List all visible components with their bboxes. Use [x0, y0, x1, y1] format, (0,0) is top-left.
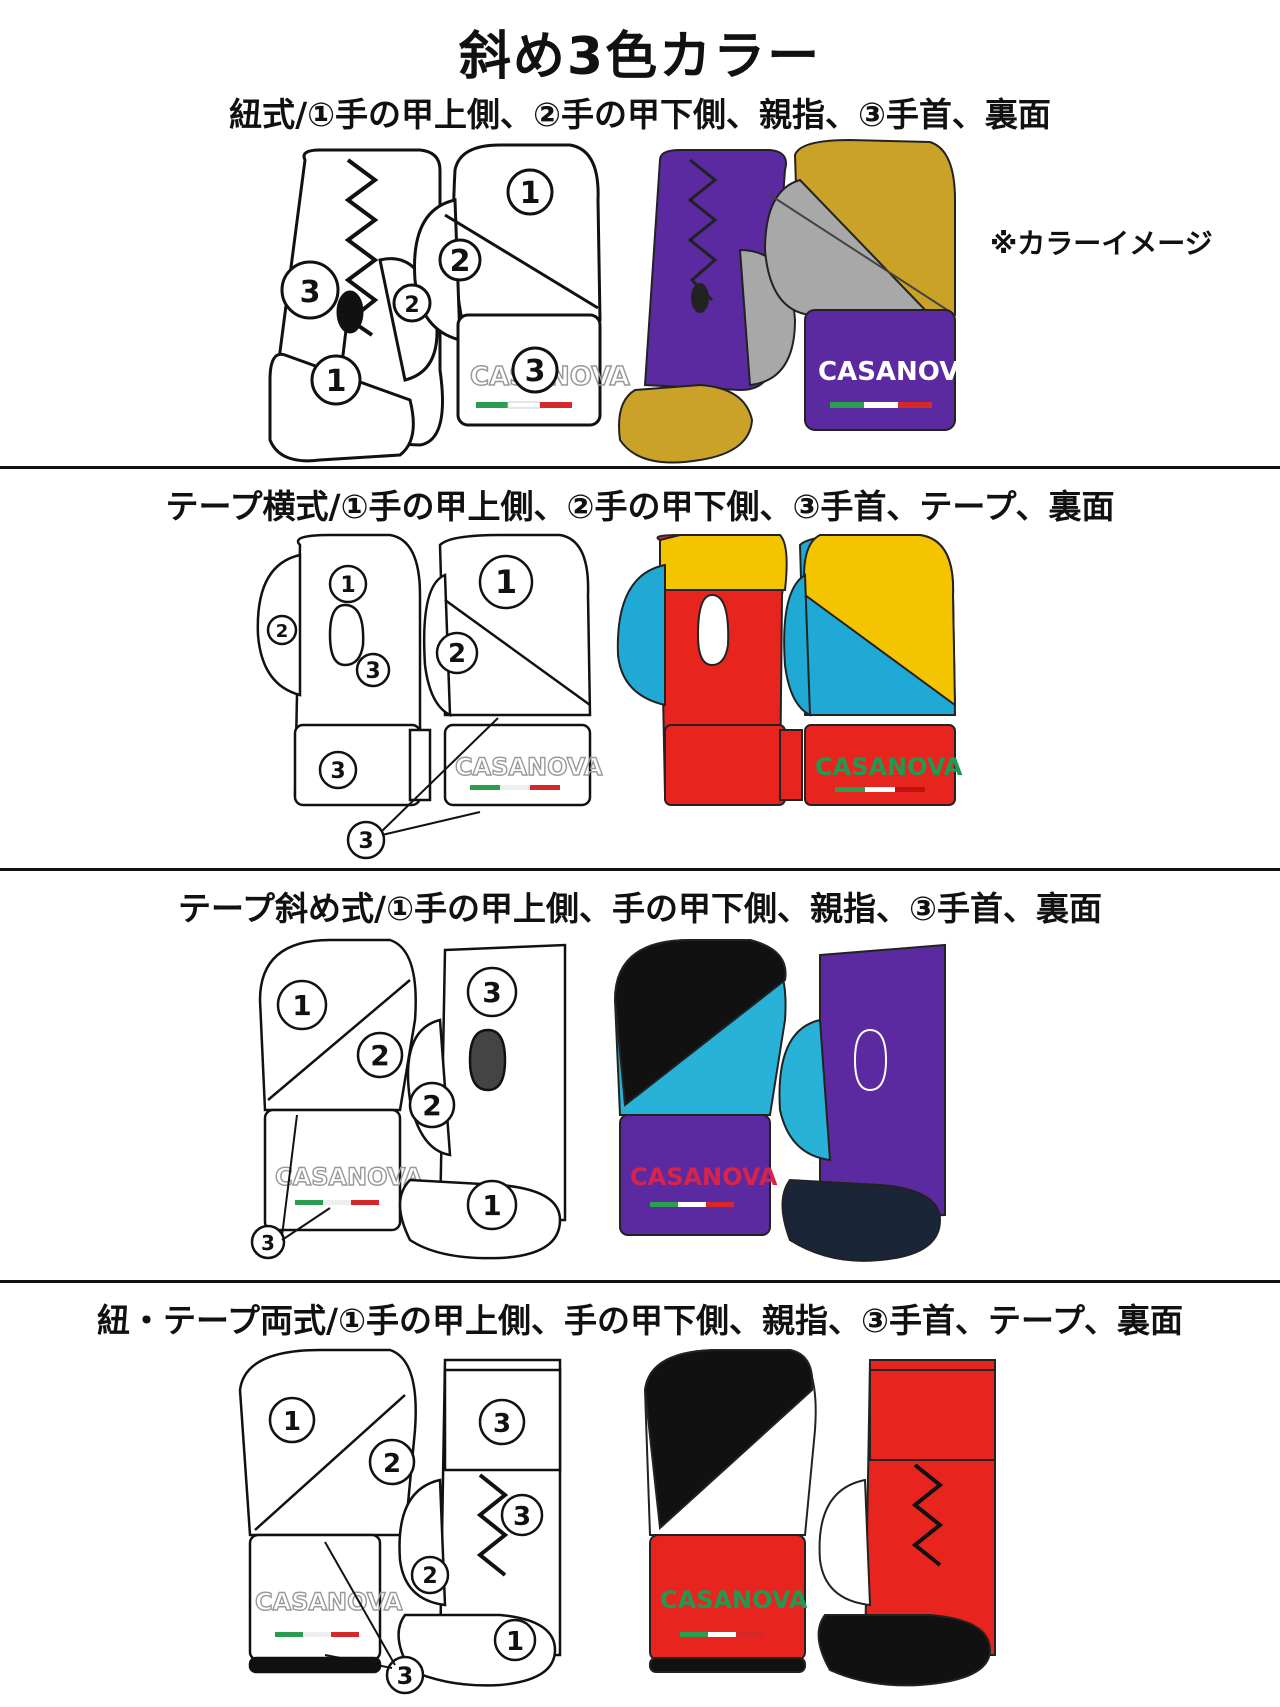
s2-n1-a: 1	[340, 573, 355, 598]
s2-color-logo: CASANOVA	[815, 753, 963, 781]
s4-number-markers	[268, 1396, 544, 1695]
s3-n1-b: 1	[482, 1189, 501, 1222]
s1-n1-b: 1	[520, 176, 541, 211]
s2-lineart-right-glove: CASANOVA	[422, 533, 604, 807]
s1-n1-a: 1	[326, 364, 347, 399]
s4-color-left-glove: CASANOVA	[643, 1349, 817, 1673]
s3-lineart-logo: CASANOVA	[275, 1163, 423, 1191]
s4-lineart-left-glove: CASANOVA	[238, 1348, 417, 1674]
s2-n3-b: 3	[330, 759, 345, 784]
s2-color-right-glove: CASANOVA	[783, 534, 963, 806]
s1-n2-a: 2	[404, 293, 419, 318]
s2-n3-c: 3	[358, 829, 373, 854]
s3-number-markers	[250, 966, 518, 1260]
section-4-title: 紐・テープ両式/①手の甲上側、手の甲下側、親指、③手首、テープ、裏面	[97, 1301, 1183, 1340]
section-1-title: 紐式/①手の甲上側、②手の甲下側、親指、③手首、裏面	[229, 95, 1051, 134]
s3-n1-a: 1	[292, 989, 311, 1022]
s1-color-left-glove	[618, 149, 797, 464]
s4-color-right-glove	[817, 1359, 996, 1687]
section-2-title: テープ横式/①手の甲上側、②手の甲下側、③手首、テープ、裏面	[165, 487, 1115, 526]
s3-lineart-left-glove: CASANOVA	[258, 938, 424, 1232]
divider-2	[0, 868, 1280, 871]
s4-lineart-logo: CASANOVA	[255, 1588, 403, 1616]
s2-number-markers	[266, 554, 534, 860]
s3-color-logo: CASANOVA	[630, 1163, 778, 1191]
s1-n2-b: 2	[450, 244, 471, 279]
s2-n2-a: 2	[276, 621, 289, 642]
s4-n3-c: 3	[397, 1662, 414, 1690]
s4-n1-b: 1	[506, 1627, 524, 1657]
s3-n3-b: 3	[261, 1231, 275, 1255]
s4-n3-a: 3	[493, 1409, 511, 1439]
s2-n3-a: 3	[365, 659, 380, 684]
s2-n1-b: 1	[495, 563, 517, 601]
s4-color-logo: CASANOVA	[660, 1586, 808, 1614]
s4-n2-a: 2	[383, 1449, 401, 1479]
s1-color-logo: CASANOVA	[818, 357, 978, 387]
lace-icon	[476, 1473, 509, 1577]
s4-n2-b: 2	[422, 1564, 437, 1589]
s1-number-markers	[280, 168, 559, 406]
section-3-title: テープ斜め式/①手の甲上側、手の甲下側、親指、③手首、裏面	[178, 889, 1102, 928]
section-1-illustration: CASANOVA 3 2 1 1 2 3	[268, 138, 978, 464]
s3-n3-a: 3	[482, 976, 501, 1009]
section-4-illustration: CASANOVA 1 2 2 3 3 1 3	[238, 1348, 996, 1695]
s2-lineart-logo: CASANOVA	[455, 753, 603, 781]
s4-n1-a: 1	[283, 1407, 301, 1437]
s1-n3-b: 3	[525, 354, 546, 389]
s2-color-left-glove	[616, 534, 803, 806]
s1-n3-a: 3	[300, 275, 321, 310]
section-3-illustration: CASANOVA 1 2 2 3 1 3	[250, 938, 946, 1262]
section-2-illustration: CASANOVA 1 2 3 3 1 2 3	[256, 533, 963, 860]
s3-color-right-glove	[778, 943, 946, 1262]
page-title: 斜め3色カラー	[458, 27, 822, 87]
color-image-note: ※カラーイメージ	[990, 227, 1213, 260]
s3-n2-b: 2	[422, 1089, 441, 1122]
s2-n2-b: 2	[448, 639, 466, 669]
divider-1	[0, 466, 1280, 469]
s1-color-right-glove: CASANOVA	[763, 138, 978, 431]
s4-n3-b: 3	[513, 1502, 531, 1532]
s3-n2-a: 2	[370, 1039, 389, 1072]
divider-3	[0, 1280, 1280, 1283]
s3-color-left-glove: CASANOVA	[613, 939, 787, 1236]
